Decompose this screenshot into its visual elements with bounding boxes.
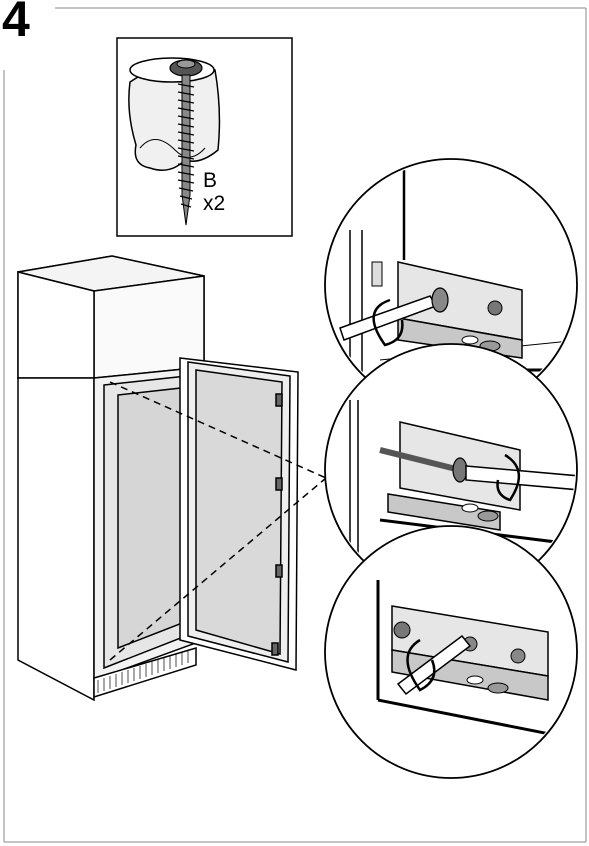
fridge-door xyxy=(180,358,298,670)
fridge-cabinet xyxy=(18,256,204,700)
detail-circle-bottom xyxy=(325,526,580,778)
part-letter: B xyxy=(203,170,217,191)
step-number: 4 xyxy=(2,0,30,44)
part-quantity: x2 xyxy=(203,193,225,214)
